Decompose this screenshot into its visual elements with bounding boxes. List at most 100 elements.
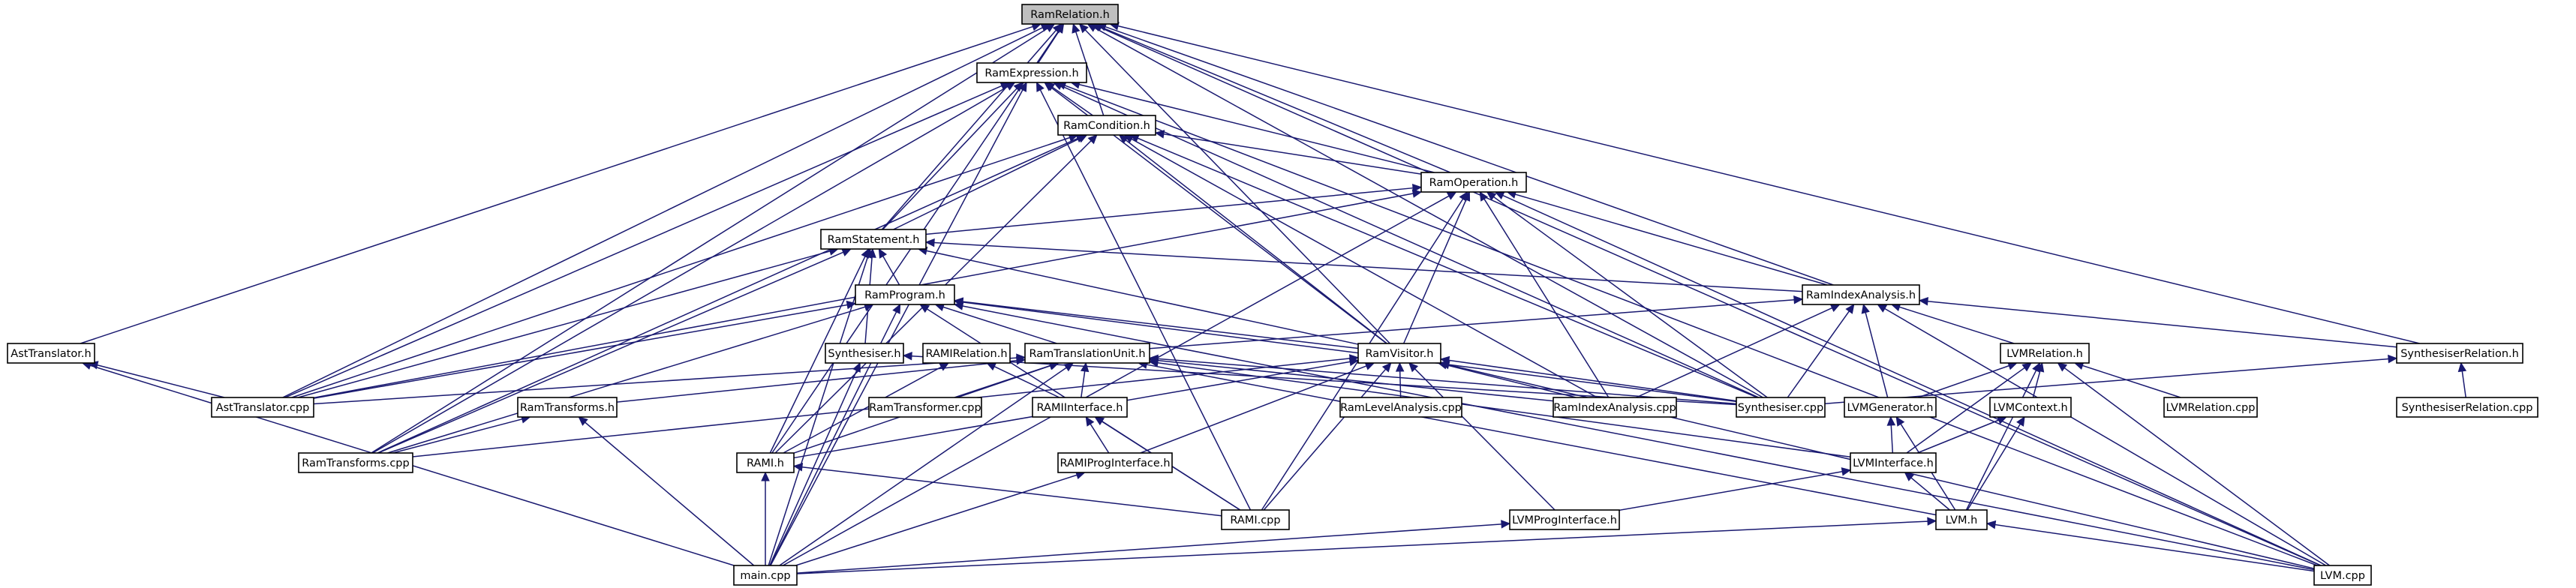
arrowhead [1015,356,1026,365]
edge-line [1125,140,1387,344]
edge-line [1101,26,1451,173]
arrowhead [1154,130,1165,139]
edge-ramindexanalysis_h-to-ramoperation_h [1506,190,1828,286]
edge-line [1064,85,2318,566]
node-label: RamTranslationUnit.h [1029,348,1145,360]
edge-ramstatement_h-to-ramoperation_h [925,183,1423,236]
edge-line [1099,26,2321,566]
edge-ramtransforms_cpp-to-ramprogram_h [387,302,874,454]
node-ramindexanalysis-cpp[interactable]: RamIndexAnalysis.cpp [1553,397,1677,418]
edge-ramtransforms_cpp-to-ramstatement_h [377,248,852,454]
node-lvminterface-h[interactable]: LVMInterface.h [1850,452,1937,473]
node-ramlevelanalysis-cpp[interactable]: RamLevelAnalysis.cpp [1339,397,1462,418]
edge-line [1140,365,1367,454]
node-ramrelation-h[interactable]: RamRelation.h [1021,4,1119,25]
node-ramprogram-h[interactable]: RamProgram.h [855,284,955,305]
node-rami-cpp[interactable]: RAMI.cpp [1221,509,1290,530]
node-main-cpp[interactable]: main.cpp [733,565,798,586]
node-box [1057,452,1173,473]
node-rami-h[interactable]: RAMI.h [736,452,795,473]
edge-line [1927,300,2397,348]
node-box [1357,343,1441,364]
edge-ramcondition_h-to-ramrelation_h [1072,22,1105,116]
node-ramvisitor-h[interactable]: RamVisitor.h [1357,343,1441,364]
node-ramcondition-h[interactable]: RamCondition.h [1057,115,1156,136]
edge-ramtranslationunit_h-to-ramindexanalysis_h [1149,296,1804,350]
node-ramexpression-h[interactable]: RamExpression.h [976,62,1087,83]
edge-line [371,28,1048,454]
node-lvmproginterface-h[interactable]: LVMProgInterface.h [1509,509,1620,530]
edge-ramlevelanalysis_cpp-to-ramvisitor_h [1395,362,1405,398]
edge-line [1493,196,1768,398]
node-lvm-h[interactable]: LVM.h [1935,509,1988,530]
node-box [1032,397,1128,418]
edge-line [1515,194,1828,286]
node-lvmcontext-h[interactable]: LVMContext.h [1989,397,2072,418]
arrowhead [2016,416,2025,427]
edge-asttranslator_cpp-to-ramrelation_h [282,23,1051,398]
edge-line [1094,27,1763,398]
node-synthesiserrelation-h[interactable]: SynthesiserRelation.h [2396,343,2523,364]
arrowhead [1861,303,1870,314]
edge-rami_cpp-to-ramvisitor_h [1263,362,1392,511]
edge-line [1906,367,2025,454]
node-label: RamIndexAnalysis.cpp [1553,402,1676,414]
edge-lvm_h-to-lvmcontext_h [1967,416,2025,511]
node-ramindexanalysis-h[interactable]: RamIndexAnalysis.h [1802,284,1920,305]
edge-line [97,364,225,398]
edge-ramprogram_h-to-ramstatement_h [878,248,900,286]
edge-line [893,138,1080,230]
node-box [1802,284,1920,305]
node-lvmrelation-h[interactable]: LVMRelation.h [2000,343,2090,364]
node-asttranslator-h[interactable]: AstTranslator.h [7,343,95,364]
node-box [868,397,982,418]
node-label: RamStatement.h [828,234,920,246]
edge-line [1502,194,2322,566]
node-synthesiser-cpp[interactable]: Synthesiser.cpp [1736,397,1826,418]
edge-line [1157,358,1737,405]
edge-line [770,89,1023,566]
edge-layer [80,22,2467,574]
node-synthesiserrelation-cpp[interactable]: SynthesiserRelation.cpp [2396,397,2538,418]
arrowhead [1479,190,1489,202]
node-label: RamIndexAnalysis.h [1806,290,1916,302]
edge-ramindexanalysis_cpp-to-ramtranslationunit_h [1148,356,1554,402]
node-label: RamTransformer.cpp [869,402,981,414]
edge-line [1090,423,1110,454]
node-synthesiser-h[interactable]: Synthesiser.h [825,343,904,364]
edge-line [933,242,1803,292]
edge-ramvisitor_h-to-ramcondition_h [1118,134,1387,344]
node-ramoperation-h[interactable]: RamOperation.h [1420,172,1527,193]
node-asttranslator-cpp[interactable]: AstTranslator.cpp [211,397,314,418]
node-ramiproginterface-h[interactable]: RAMIProgInterface.h [1057,452,1173,473]
edge-line [284,85,1002,398]
edge-line [925,187,1414,236]
node-ramtranslationunit-h[interactable]: RamTranslationUnit.h [1024,343,1150,364]
arrowhead [1080,362,1090,373]
node-lvmrelation-cpp[interactable]: LVMRelation.cpp [2163,397,2258,418]
node-lvm-cpp[interactable]: LVM.cpp [2313,565,2372,586]
edge-line [387,306,866,454]
arrowhead [1841,467,1852,476]
arrowhead [1446,191,1457,200]
arrowhead [1063,362,1075,372]
arrowhead [2057,362,2068,372]
node-ramiinterface-h[interactable]: RAMIInterface.h [1032,397,1128,418]
edge-line [1899,306,2015,344]
node-ramirelation-h[interactable]: RAMIRelation.h [922,343,1011,364]
node-ramstatement-h[interactable]: RamStatement.h [820,229,927,250]
node-ramtransformer-cpp[interactable]: RamTransformer.cpp [868,397,982,418]
edge-line [1081,370,1086,398]
node-lvmgenerator-h[interactable]: LVMGenerator.h [1844,397,1937,418]
node-label: RamExpression.h [984,68,1078,80]
node-label: LVMRelation.h [2006,348,2083,360]
arrowhead [1087,134,1098,145]
edge-lvminterface_h-to-lvmgenerator_h [1886,416,1896,454]
edge-line [298,250,831,398]
node-ramtransforms-h[interactable]: RamTransforms.h [517,397,618,418]
node-box [825,343,904,364]
node-label: RamVisitor.h [1366,348,1434,360]
node-ramtransforms-cpp[interactable]: RamTransforms.cpp [298,452,413,473]
edge-ramindexanalysis_cpp-to-ramoperation_h [1479,190,1610,398]
